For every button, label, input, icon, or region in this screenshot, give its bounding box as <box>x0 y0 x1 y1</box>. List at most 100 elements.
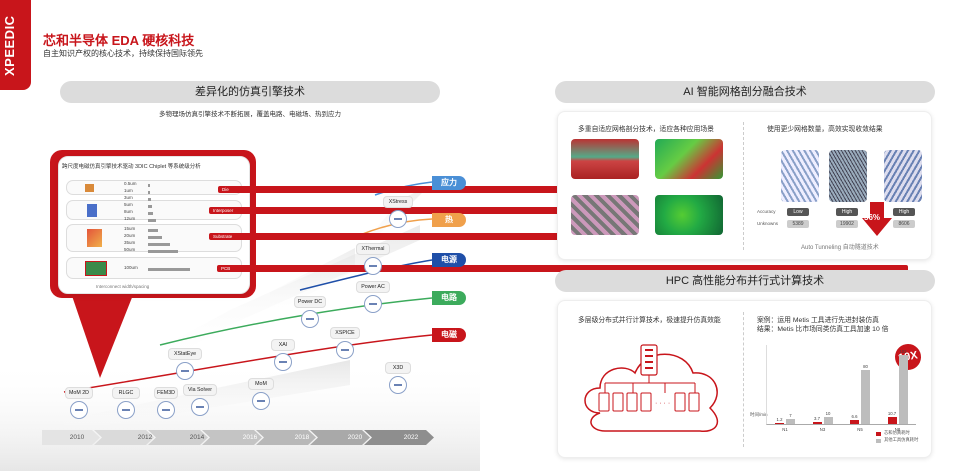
bar-N8-xpeedic <box>887 416 897 424</box>
physics-circuit: 电路 <box>432 291 466 305</box>
fem3d-icon <box>157 401 175 419</box>
page-subtitle: 自主知识产权的核心技术，持续保持国际领先 <box>43 49 203 58</box>
cloud-cluster-icon: · · · · <box>584 344 719 432</box>
bar-N3-xpeedic <box>812 421 822 424</box>
dim-label: 50um <box>124 247 136 252</box>
tool-mom: MoM <box>248 378 274 390</box>
substrate-icon <box>87 229 102 247</box>
unknowns-1: 5389 <box>787 220 809 228</box>
xstateye-icon <box>176 362 194 380</box>
xthermal-icon <box>364 257 382 275</box>
width-bar <box>148 198 151 201</box>
category-label: N8 <box>894 427 901 432</box>
tool-xstateye: XStatEye <box>168 348 202 360</box>
bar-value-label: 6.6 <box>851 413 858 419</box>
legend-swatch-other <box>876 439 881 443</box>
unknowns-3: 8606 <box>893 220 915 228</box>
callout-footer: Interconnect width/spacing <box>96 284 150 289</box>
legend-xpeedic: 芯和仿真耗时 <box>884 430 910 435</box>
physics-stress: 应力 <box>432 176 466 190</box>
hpc-left-text: 多层级分布式并行计算技术，极速提升仿真效能 <box>578 317 721 324</box>
ai-right-text: 使用更少网格数量，高效实现收敛结果 <box>767 126 883 133</box>
dim-label: 35um <box>124 240 136 245</box>
mesh-thumb-1 <box>571 139 639 179</box>
xai-icon <box>274 353 292 371</box>
tool-xstress: XStress <box>383 196 413 208</box>
dim-label: 20um <box>124 233 136 238</box>
bar-N1-xpeedic <box>775 423 784 424</box>
tool-x3d: X3D <box>385 362 411 374</box>
layer-die <box>66 180 242 195</box>
dim-label: 12um <box>124 216 136 221</box>
power-dc-icon <box>301 310 319 328</box>
width-bar <box>148 250 178 253</box>
dim-label: 100um <box>124 265 138 270</box>
reduction-arrow-icon <box>862 202 892 236</box>
mom-icon <box>252 392 270 410</box>
bar-N1-other <box>786 419 795 424</box>
year-2018: 2018 <box>294 434 310 441</box>
bar-N3-other <box>823 417 833 424</box>
tool-power-dc: Power DC <box>294 296 326 308</box>
accuracy-1: Low <box>787 208 809 216</box>
category-label: N1 <box>782 427 788 432</box>
mesh-thumb-4 <box>655 195 723 235</box>
auto-tunneling-caption: Auto Tunneling 自动隧道技术 <box>801 245 879 251</box>
ai-mesh-card <box>557 111 932 260</box>
tool-rlgc: RLGC <box>112 387 140 399</box>
card-divider <box>743 122 744 250</box>
physics-power: 电源 <box>432 253 466 267</box>
dim-label: 1um <box>124 188 133 193</box>
bar-value-label: 1.2 <box>776 417 783 422</box>
legend-swatch-xpeedic <box>876 432 881 436</box>
bar-N5-other <box>861 370 870 424</box>
rlgc-icon <box>117 401 135 419</box>
year-timeline <box>42 430 434 445</box>
bar-N5-xpeedic <box>850 419 859 424</box>
tool-mom2d: MoM 2D <box>65 387 93 399</box>
mesh-thumb-2 <box>655 139 723 179</box>
bar-value-label: 103 <box>899 348 907 354</box>
dim-label: 0.5um <box>124 181 137 186</box>
tag-pcb: PCB <box>217 265 908 272</box>
reduction-value: 56% <box>864 213 881 222</box>
dim-label: 15um <box>124 226 136 231</box>
mesh-result-1 <box>781 150 819 202</box>
width-bar <box>148 243 170 246</box>
dim-label: 3um <box>124 195 133 200</box>
brand-bar <box>0 0 31 90</box>
bar-N8-other <box>898 354 908 424</box>
mesh-result-3 <box>884 150 922 202</box>
dim-label: 5um <box>124 202 133 207</box>
physics-thermal: 热 <box>432 213 466 227</box>
legend-other: 其他工具仿真耗时 <box>884 437 919 442</box>
year-2010: 2010 <box>69 434 85 441</box>
year-2022: 2022 <box>403 434 419 441</box>
bar-value-label: 10.7 <box>887 410 897 416</box>
width-bar <box>148 205 152 208</box>
width-bar <box>148 191 150 194</box>
mesh-result-2 <box>829 150 867 202</box>
width-bar <box>148 229 158 232</box>
callout-title: 跨尺度电磁仿真引擎技术驱动 3DIC Chiplet 等系统级分析 <box>62 164 201 170</box>
category-label: N5 <box>857 427 863 432</box>
ai-left-text: 多重自适应网格剖分技术，适应各种应用场景 <box>578 126 714 133</box>
unknowns-label: Unknowns <box>757 221 779 226</box>
page-title: 芯和半导体 EDA 硬核科技 <box>43 33 195 48</box>
hpc-case-line1: 案例：运用 Metis 工具进行先进封装仿真 <box>757 317 879 324</box>
section-desc-engine: 多物理场仿真引擎技术不断拓展，覆盖电路、电磁场、热到应力 <box>159 111 341 118</box>
mesh-thumb-3 <box>571 195 639 235</box>
svg-text:· · · ·: · · · · <box>655 400 670 407</box>
pcb-icon <box>85 261 107 276</box>
power-ac-icon <box>364 295 382 313</box>
mom2d-icon <box>70 401 88 419</box>
bar-value-label: 80 <box>863 364 868 370</box>
x3d-icon <box>389 376 407 394</box>
dim-label: 8um <box>124 209 133 214</box>
tool-fem3d: FEM3D <box>154 387 178 399</box>
tool-xai: XAI <box>271 339 295 351</box>
width-bar <box>148 212 153 215</box>
card-divider <box>743 312 744 447</box>
hpc-case-line2: 结果：Metis 比市场同类仿真工具加速 10 倍 <box>757 326 889 333</box>
